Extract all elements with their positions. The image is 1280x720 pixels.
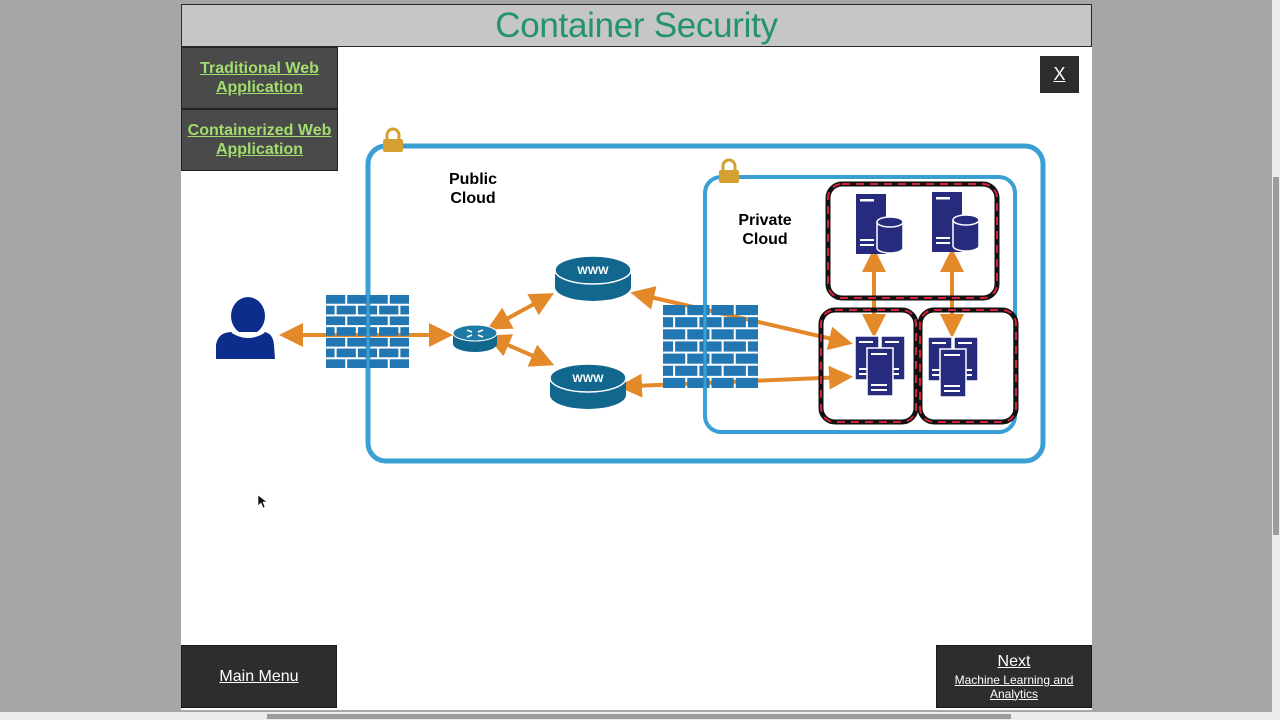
app-container <box>917 307 1019 425</box>
main-menu-button[interactable]: Main Menu <box>181 645 337 708</box>
lock-icon <box>383 127 403 152</box>
router-icon <box>452 324 498 352</box>
horizontal-scrollbar-thumb[interactable] <box>267 714 1011 719</box>
user-icon <box>216 297 275 359</box>
firewall-icon <box>326 295 409 368</box>
public-cloud-label: Public Cloud <box>448 171 497 207</box>
mouse-cursor-icon <box>257 494 268 509</box>
private-cloud-label: Private Cloud <box>738 212 792 248</box>
next-label[interactable]: Next <box>997 652 1031 670</box>
app-container <box>818 307 919 425</box>
page-title: Container Security <box>495 5 778 45</box>
web-server-icon: WWW <box>549 363 627 409</box>
sidebar-item-label[interactable]: Containerized Web Application <box>187 122 332 158</box>
firewall-icon <box>663 305 758 388</box>
web-server-icon: WWW <box>554 255 632 301</box>
app-server-cluster-icon <box>927 336 979 398</box>
web-server-label: WWW <box>572 373 604 385</box>
sidebar-item-label[interactable]: Traditional Web Application <box>200 60 319 96</box>
sidebar-item-traditional-web-app[interactable]: Traditional Web Application <box>181 47 338 109</box>
arrow-router-www2 <box>486 334 555 367</box>
vertical-scrollbar-thumb[interactable] <box>1273 177 1279 535</box>
next-button[interactable]: Next Machine Learning and Analytics <box>936 645 1092 708</box>
next-subtitle[interactable]: Machine Learning and Analytics <box>954 672 1074 701</box>
close-button[interactable]: X <box>1040 56 1079 93</box>
lock-icon <box>719 158 739 183</box>
database-container <box>825 181 1000 301</box>
database-server-icon <box>856 194 904 254</box>
arrow-router-www1 <box>486 293 555 330</box>
database-server-icon <box>932 192 980 252</box>
sidebar-item-containerized-web-app[interactable]: Containerized Web Application <box>181 109 338 171</box>
main-menu-label[interactable]: Main Menu <box>219 667 299 685</box>
app-server-cluster-icon <box>854 335 906 397</box>
web-server-label: WWW <box>577 265 609 277</box>
title-bar: Container Security <box>181 4 1092 47</box>
